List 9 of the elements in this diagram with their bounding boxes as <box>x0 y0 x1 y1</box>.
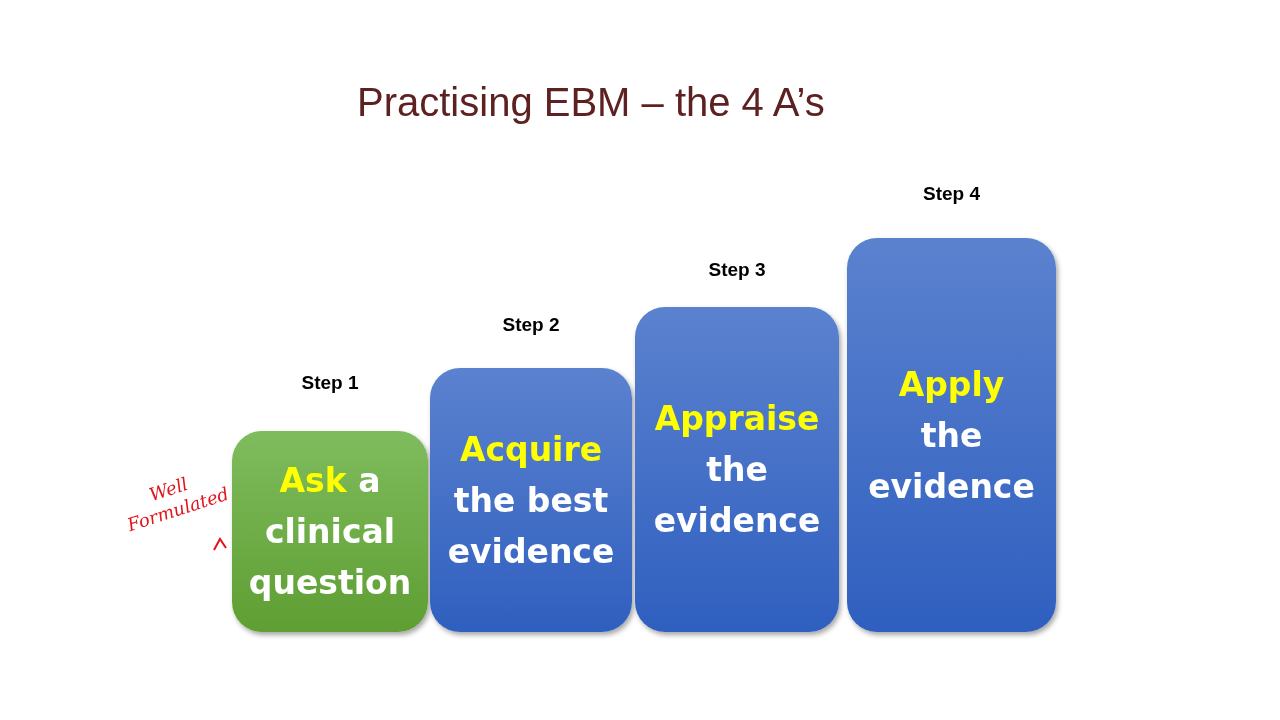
step-text: Apply the evidence <box>867 363 1036 508</box>
step-text: Ask a clinical question <box>247 460 413 604</box>
step-text: Appraise the evidence <box>652 398 822 542</box>
step-text: Acquire the best evidence <box>446 428 616 573</box>
step-label: Step 4 <box>922 183 981 205</box>
step-label: Step 2 <box>501 314 561 336</box>
slide-title: Practising EBM – the 4 A’s <box>357 80 825 125</box>
step-label: Step 3 <box>707 259 767 281</box>
step-label: Step 1 <box>300 372 360 394</box>
